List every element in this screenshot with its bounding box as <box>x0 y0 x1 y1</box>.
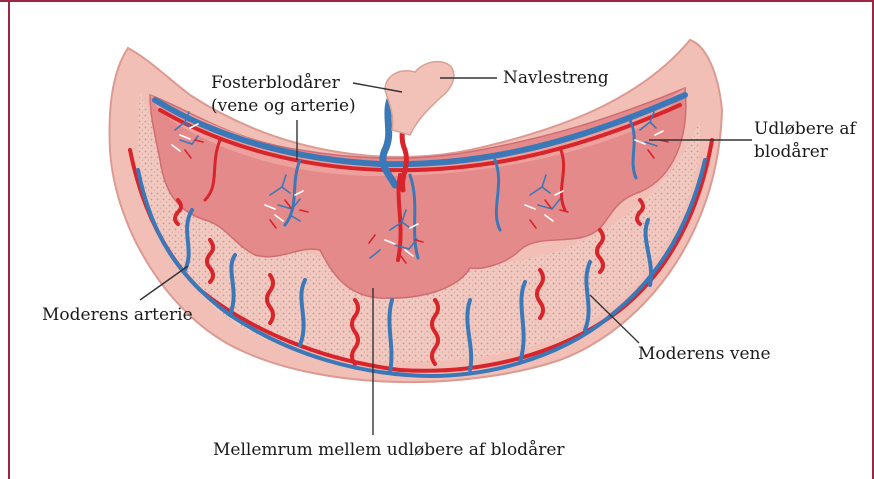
label-umbilical-cord: Navlestreng <box>503 67 609 89</box>
label-maternal-artery: Moderens arterie <box>42 304 193 326</box>
label-maternal-vein: Moderens vene <box>638 343 771 365</box>
label-villi-line1: Udløbere af <box>754 118 856 140</box>
label-intervillous-space: Mellemrum mellem udløbere af blodårer <box>213 439 565 461</box>
label-villi-line2: blodårer <box>754 141 828 163</box>
label-fetal-vessels-line1: Fosterblodårer <box>211 72 340 94</box>
label-fetal-vessels-line2: (vene og arterie) <box>211 95 356 117</box>
umbilical-cord <box>385 62 454 135</box>
